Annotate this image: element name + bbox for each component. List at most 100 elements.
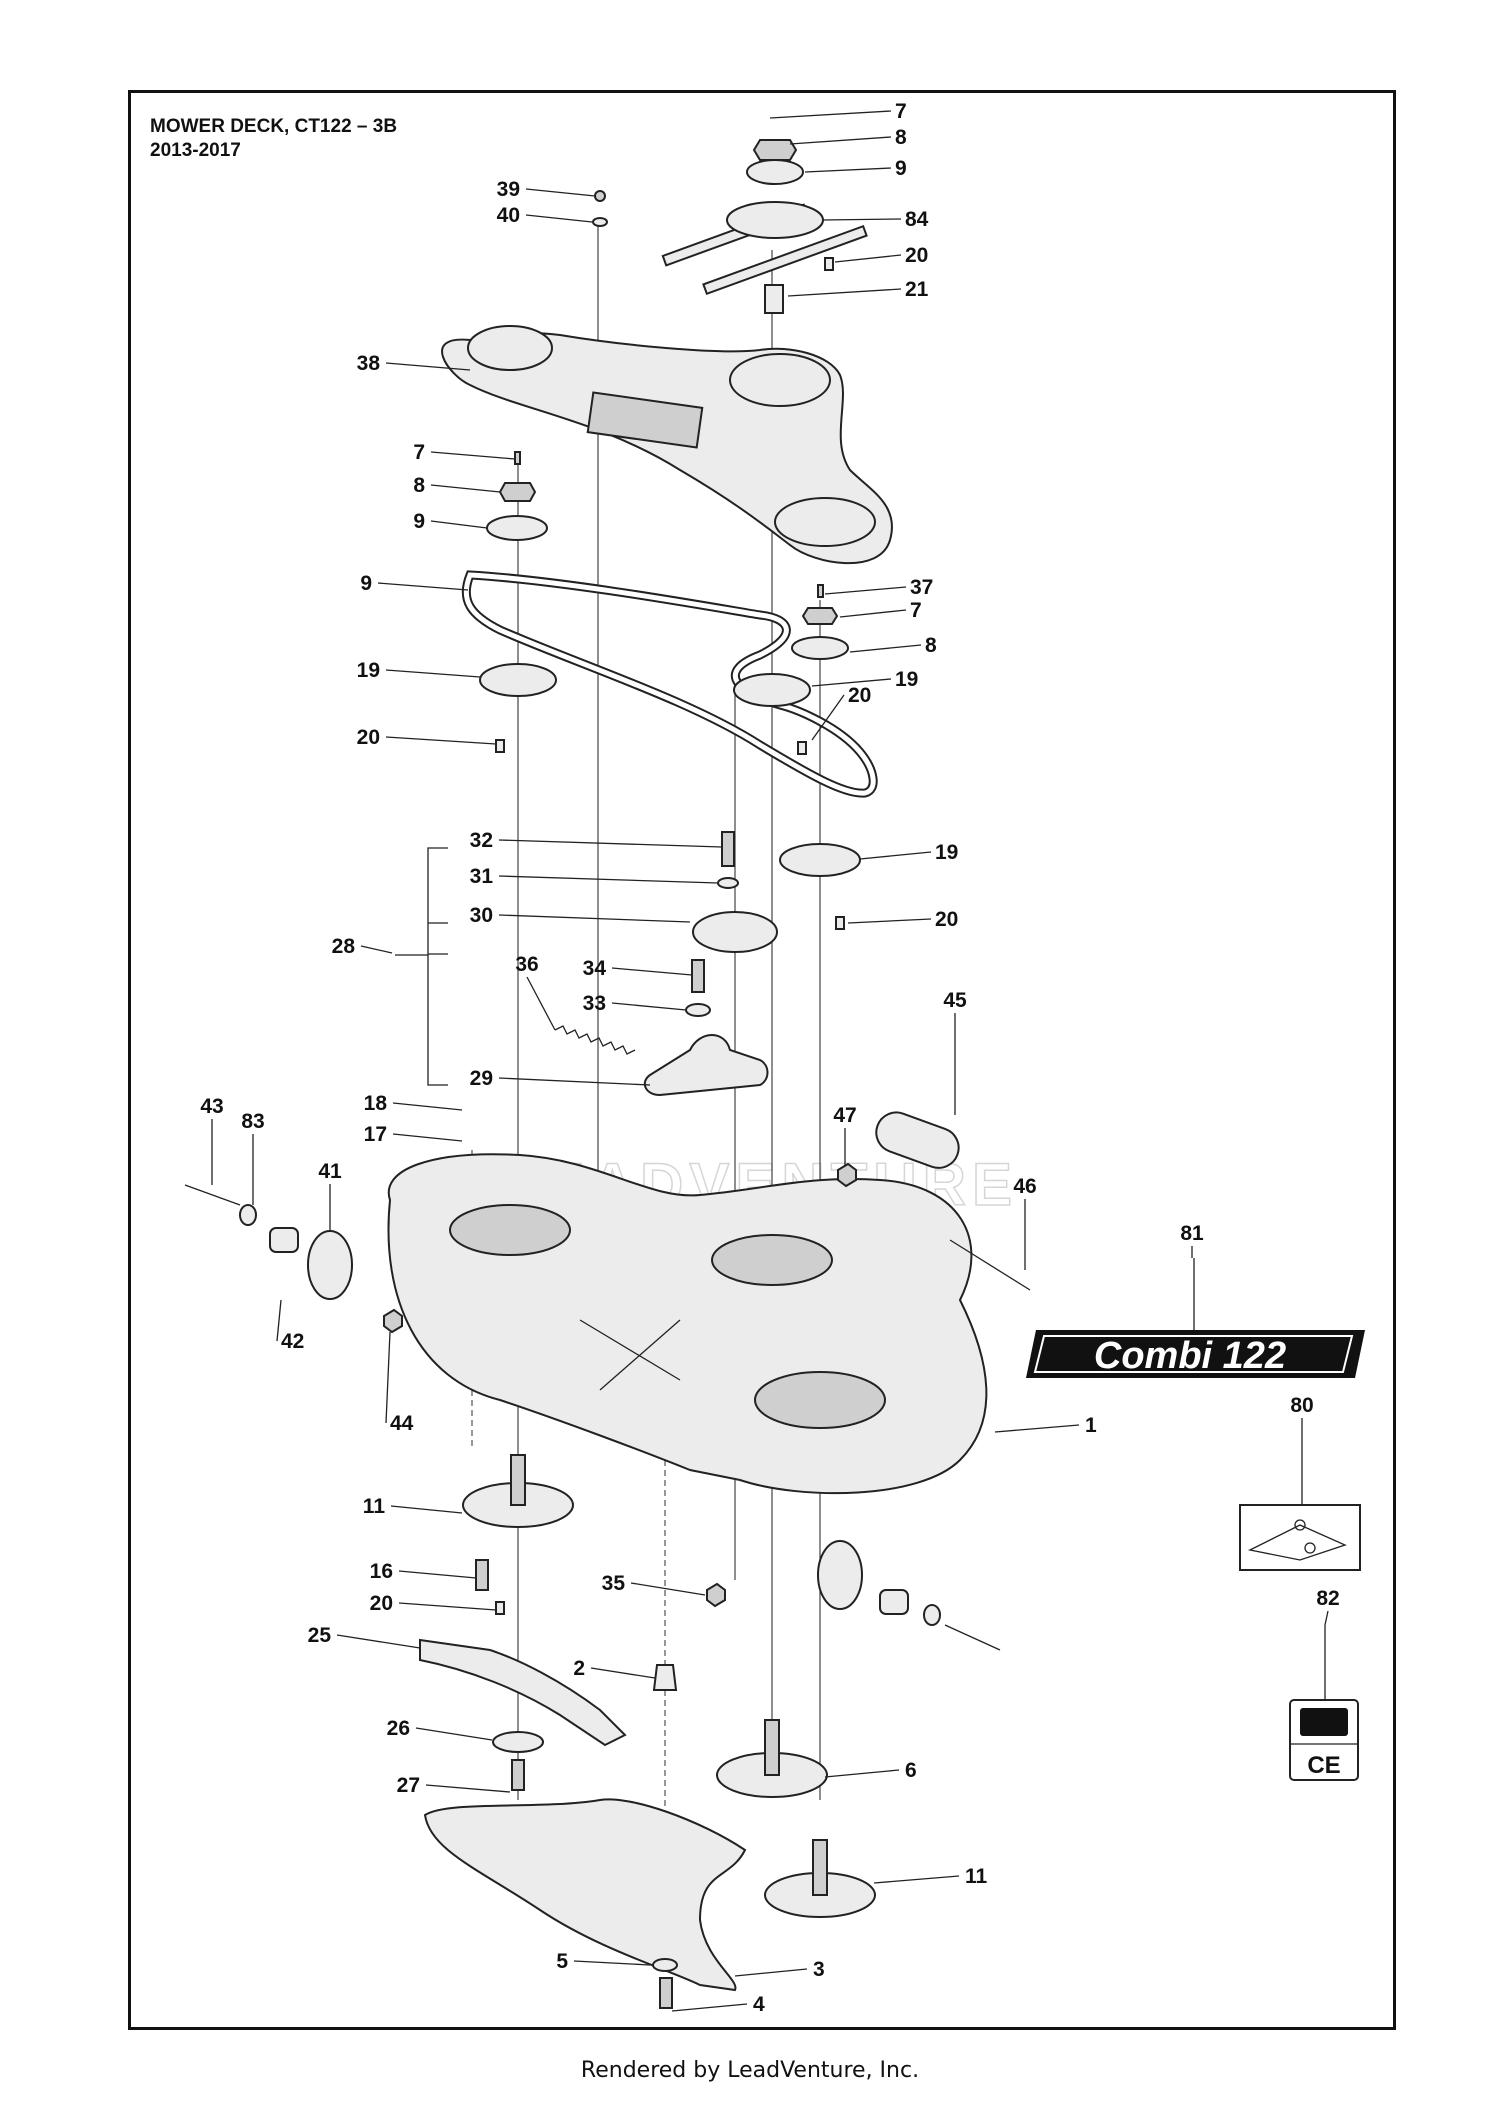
- callout-label-17: 17: [364, 1123, 387, 1146]
- key-20-center: [797, 741, 807, 755]
- nut-8-top: [752, 139, 798, 161]
- callout-label-1: 1: [1085, 1414, 1097, 1437]
- belt-cover-boss-left: [467, 325, 553, 371]
- pin-7-left: [514, 451, 521, 465]
- callout-leader-82: [1324, 1610, 1329, 1626]
- callout-label-80: 80: [1290, 1394, 1313, 1417]
- callout-leader-29: [498, 1077, 651, 1086]
- bushing-42: [269, 1227, 299, 1253]
- callout-leader-1: [994, 1424, 1080, 1433]
- callout-label-20: 20: [935, 908, 958, 931]
- mower-deck: [387, 1153, 988, 1495]
- callout-label-11: 11: [965, 1865, 988, 1888]
- washer-83: [239, 1204, 257, 1226]
- footer-credit: Rendered by LeadVenture, Inc.: [580, 2058, 920, 2083]
- callout-leader-39: [525, 188, 596, 197]
- callout-label-20: 20: [905, 244, 928, 267]
- stud-2: [652, 1664, 678, 1691]
- callout-leader-35: [630, 1582, 706, 1596]
- callout-leader-20: [398, 1602, 497, 1611]
- callout-leader-7: [430, 451, 516, 460]
- decal-combi-122-inner: [1033, 1335, 1354, 1373]
- callout-label-31: 31: [470, 865, 494, 888]
- callout-leader-26: [415, 1727, 493, 1741]
- wheel-right: [817, 1540, 863, 1610]
- callout-leader-20: [385, 736, 497, 745]
- callout-label-40: 40: [497, 204, 520, 227]
- key-20-right: [835, 916, 845, 930]
- callout-leader-3: [734, 1968, 808, 1977]
- nut-8-left: [498, 482, 537, 502]
- callout-label-44: 44: [390, 1412, 414, 1435]
- pulley-19-left: [479, 663, 557, 697]
- pulley-19-center: [733, 673, 811, 707]
- callout-label-30: 30: [470, 904, 493, 927]
- callout-label-29: 29: [470, 1067, 493, 1090]
- callout-label-9: 9: [413, 510, 425, 533]
- callout-leader-7: [769, 110, 892, 119]
- belt-cover-boss-center: [729, 353, 831, 407]
- callout-leader-9: [430, 520, 488, 529]
- callout-leader-4: [671, 2003, 748, 2012]
- callout-label-38: 38: [357, 352, 381, 375]
- decal-pulley-b: [1304, 1542, 1316, 1554]
- callout-label-7: 7: [910, 599, 922, 622]
- nut-44: [383, 1308, 403, 1334]
- axle-bolt-46: [949, 1239, 1031, 1291]
- callout-leader-11: [873, 1875, 960, 1884]
- callout-leader-5: [573, 1960, 651, 1966]
- callout-leader-18: [392, 1102, 463, 1111]
- callout-label-19: 19: [935, 841, 958, 864]
- nut-35: [706, 1582, 726, 1608]
- callout-label-84: 84: [905, 208, 929, 231]
- callout-leader-30: [498, 914, 691, 923]
- callout-leader-16: [398, 1570, 477, 1579]
- callout-label-11: 11: [363, 1495, 386, 1518]
- callout-label-47: 47: [833, 1104, 856, 1127]
- callout-label-28: 28: [332, 935, 356, 958]
- bolt-27: [511, 1759, 525, 1791]
- decal-belt-routing: [1239, 1504, 1361, 1571]
- bearing-9-left: [486, 515, 548, 541]
- callout-label-3: 3: [813, 1958, 825, 1981]
- callout-leader-2: [590, 1667, 656, 1679]
- callout-leader-37: [824, 586, 907, 595]
- callout-label-4: 4: [753, 1993, 765, 2016]
- v-belt-37-inner: [463, 572, 876, 796]
- washer-31: [717, 877, 739, 889]
- assembly-bracket-28: [395, 847, 448, 1086]
- callout-label-16: 16: [370, 1560, 393, 1583]
- callout-label-35: 35: [602, 1572, 626, 1595]
- callout-leader-34: [611, 967, 693, 976]
- callout-label-32: 32: [470, 829, 493, 852]
- pulley-84: [726, 201, 824, 239]
- callout-leader-17: [392, 1133, 463, 1142]
- callout-label-25: 25: [308, 1624, 332, 1647]
- diagram-title: MOWER DECK, CT122 – 3B 2013-2017: [150, 115, 397, 163]
- decal-text: Combi 122: [1094, 1335, 1286, 1377]
- callout-leader-38: [385, 362, 471, 371]
- key-20-left: [495, 739, 505, 753]
- callout-leader-32: [498, 839, 723, 848]
- callout-label-8: 8: [925, 634, 937, 657]
- washer-40: [592, 217, 608, 227]
- callout-leader-42: [276, 1299, 282, 1342]
- callout-leader-36: [526, 976, 556, 1031]
- callout-label-8: 8: [895, 126, 907, 149]
- callout-leader-40: [525, 214, 593, 223]
- spindle-11-right-shaft: [812, 1839, 828, 1896]
- bolt-32: [721, 831, 735, 867]
- callout-label-46: 46: [1013, 1175, 1036, 1198]
- callout-label-5: 5: [556, 1950, 568, 1973]
- callout-label-26: 26: [387, 1717, 410, 1740]
- decal-combi-122: [1026, 1330, 1365, 1378]
- callout-label-21: 21: [905, 278, 929, 301]
- callout-label-19: 19: [357, 659, 380, 682]
- washer-5: [652, 1958, 678, 1972]
- wheel-41: [307, 1230, 353, 1300]
- bolt-43: [184, 1184, 241, 1206]
- decal-belt-routing-graphic: [1248, 1524, 1347, 1561]
- callout-leader-19: [385, 669, 481, 678]
- deck-well-center: [711, 1234, 833, 1286]
- callout-label-8: 8: [413, 474, 425, 497]
